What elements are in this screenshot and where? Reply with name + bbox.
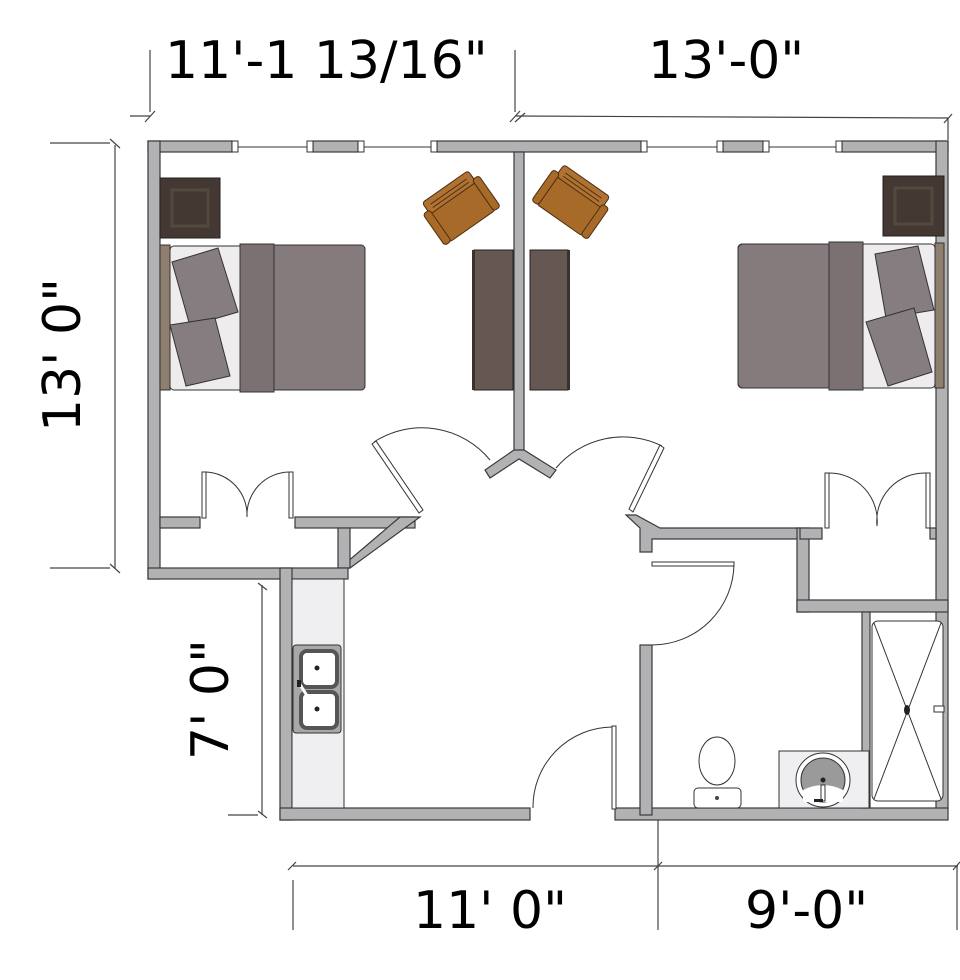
armchair-bedroom-2[interactable] — [532, 161, 615, 239]
dimension-label-left-upper: 13' 0" — [33, 278, 93, 432]
armchair-bedroom-1[interactable] — [417, 167, 500, 245]
entry-door[interactable] — [532, 725, 617, 810]
door-bedroom-2[interactable] — [555, 436, 665, 513]
dimension-bottom: 11' 0" 9'-0" — [287, 820, 960, 941]
dresser-bedroom-1[interactable] — [472, 249, 514, 391]
door-bedroom-1[interactable] — [371, 427, 491, 514]
window-bedroom-1 — [231, 140, 438, 153]
closet-door-bedroom-2[interactable] — [824, 472, 931, 529]
nightstand-bedroom-2[interactable] — [882, 175, 945, 237]
bed-bedroom-1[interactable] — [159, 243, 366, 393]
pillow — [171, 247, 239, 327]
kitchen-sink[interactable] — [292, 644, 342, 734]
dimension-top-right: 13'-0" — [514, 31, 953, 140]
dimension-left-lower: 7' 0" — [181, 582, 268, 819]
dimension-label-bottom-left: 11' 0" — [413, 881, 567, 941]
shower-stall[interactable] — [871, 620, 945, 802]
dimension-label-bottom-right: 9'-0" — [745, 881, 868, 941]
bed-bedroom-2[interactable] — [737, 241, 945, 391]
nightstand-bedroom-1[interactable] — [159, 177, 221, 239]
dimension-label-left-lower: 7' 0" — [181, 639, 241, 760]
toilet[interactable] — [693, 736, 742, 809]
pillow — [874, 245, 935, 319]
door-bathroom[interactable] — [651, 561, 735, 646]
window-bedroom-2 — [640, 140, 843, 153]
closet-door-bedroom-1[interactable] — [201, 471, 294, 519]
vanity-sink[interactable] — [778, 750, 870, 809]
dimension-label-top-right: 13'-0" — [648, 31, 804, 91]
pillow — [865, 307, 933, 387]
dimension-top-left: 11'-1 13/16" — [130, 31, 521, 123]
dresser-bedroom-2[interactable] — [529, 249, 570, 391]
pillow — [169, 317, 231, 387]
dimension-left-upper: 13' 0" — [33, 138, 121, 574]
dimension-label-top-left: 11'-1 13/16" — [165, 31, 488, 91]
